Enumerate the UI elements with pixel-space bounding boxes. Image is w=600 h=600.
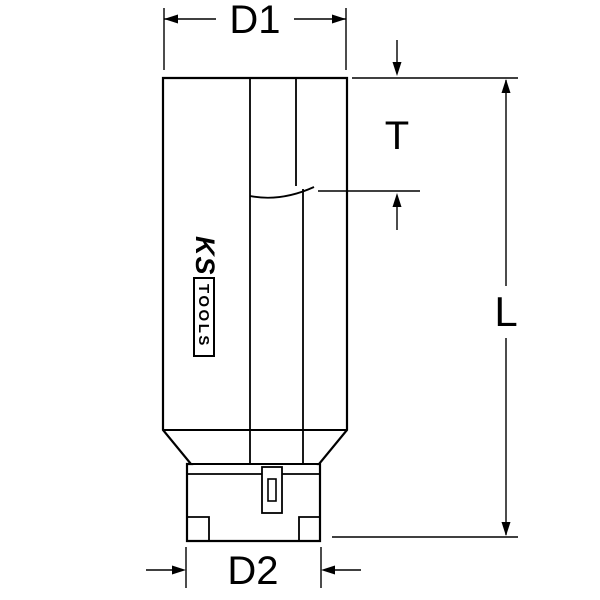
dimension-d2: D2 xyxy=(146,547,361,593)
d1-label: D1 xyxy=(229,0,280,42)
drive-pin-hole-inner xyxy=(267,478,277,502)
d1-arrowhead-right xyxy=(332,14,346,24)
d1-arrowhead-left xyxy=(164,14,178,24)
socket-outline xyxy=(161,76,349,543)
dimension-t: T xyxy=(318,40,420,230)
d2-label: D2 xyxy=(227,549,278,593)
drive-pin-hole-outer xyxy=(261,466,283,514)
l-arrowhead-down xyxy=(501,522,511,536)
dimension-d1: D1 xyxy=(163,0,347,70)
drive-base-notches xyxy=(187,516,320,541)
t-arrowhead-up xyxy=(392,193,402,207)
t-label: T xyxy=(385,114,409,158)
brand-logo-tools-text: TOOLS xyxy=(195,284,212,348)
l-arrowhead-up xyxy=(501,79,511,93)
brand-logo: KS TOOLS xyxy=(190,236,220,357)
d2-arrowhead-right xyxy=(321,565,335,575)
l-label: L xyxy=(494,288,517,335)
d2-extension-lines xyxy=(185,547,322,588)
dimension-l: L xyxy=(332,77,518,538)
brand-logo-ks-text: KS xyxy=(190,236,220,276)
socket-drawing xyxy=(161,76,349,543)
brand-logo-tools-box xyxy=(193,277,215,357)
t-arrowhead-down xyxy=(392,62,402,76)
d2-arrowhead-left xyxy=(172,565,186,575)
bore-depth-curve xyxy=(249,186,315,199)
